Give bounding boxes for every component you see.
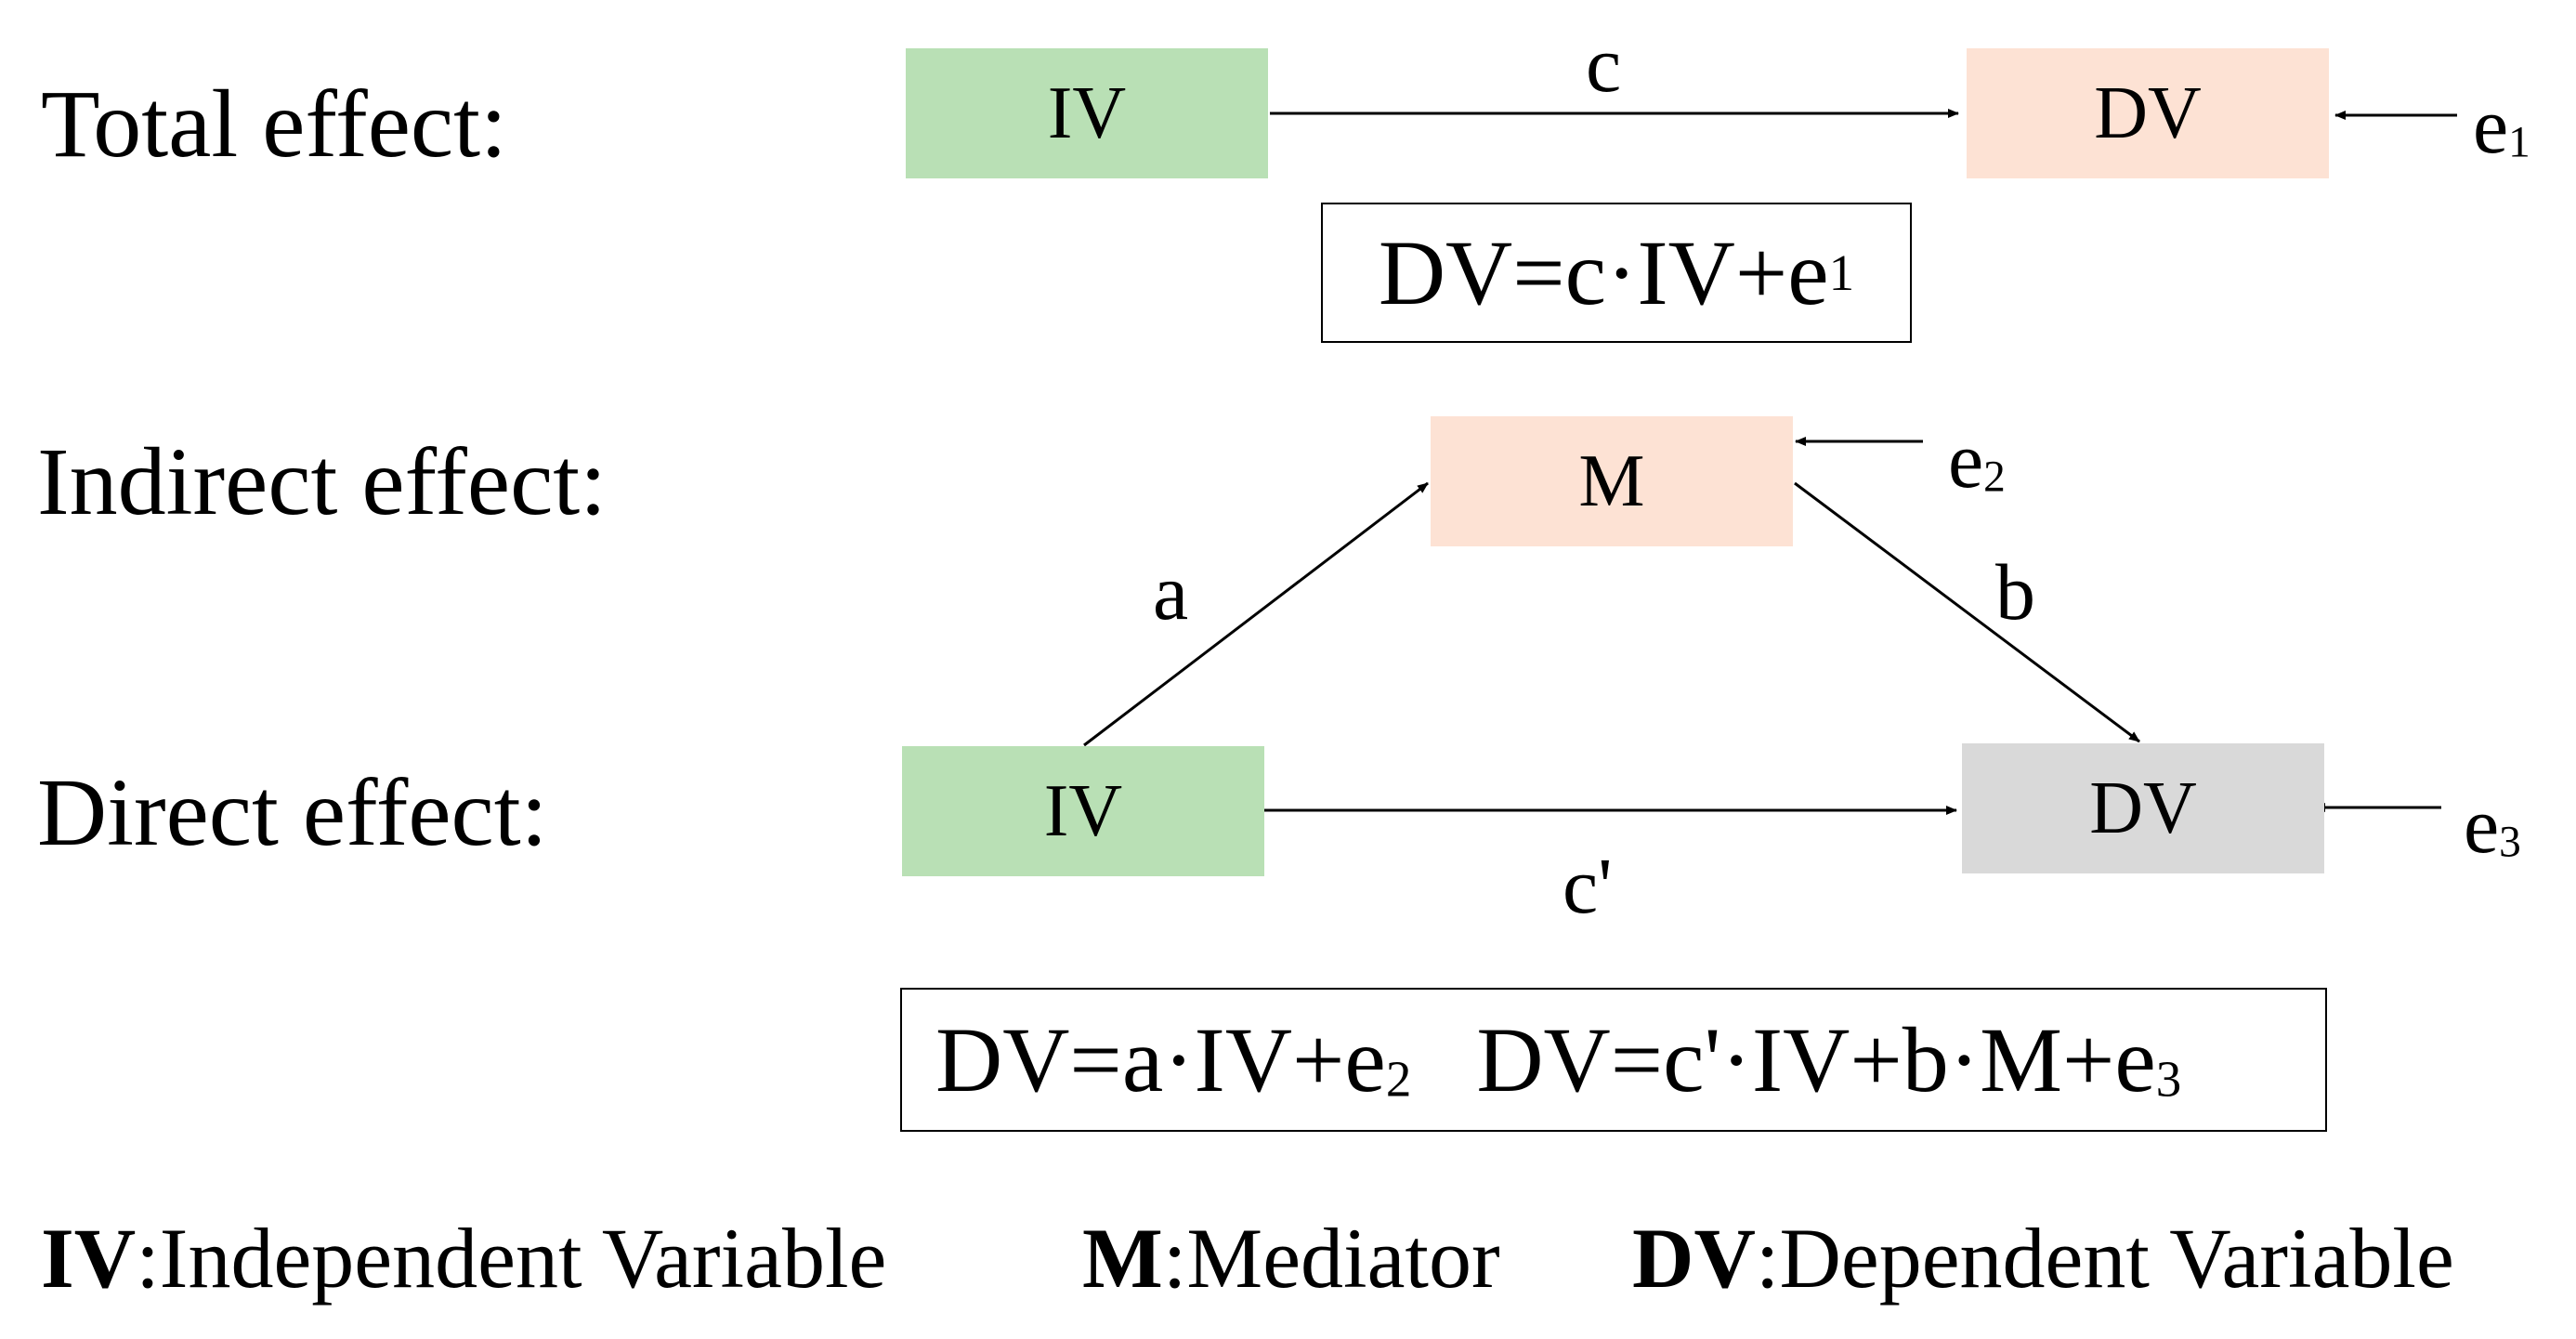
legend-dv: DV:Dependent Variable: [1632, 1211, 2454, 1306]
path-a-label: a: [1153, 547, 1189, 637]
equation-indirect-direct-box: DV=a·IV+e2 DV=c'·IV+b·M+e3: [900, 988, 2327, 1132]
error-e2-label: e2: [1948, 415, 2006, 505]
legend-m: M:Mediator: [1082, 1211, 1500, 1306]
total-effect-label: Total effect:: [41, 71, 507, 177]
legend-iv: IV:Independent Variable: [41, 1211, 887, 1306]
direct-effect-label: Direct effect:: [37, 759, 548, 866]
dv-node-total: DV: [1967, 48, 2329, 178]
error-e1-label: e1: [2473, 81, 2530, 170]
arrow-m-to-dv: [1794, 481, 2140, 743]
iv-node-direct: IV: [902, 746, 1264, 876]
iv-node-total: IV: [906, 48, 1268, 178]
path-c-prime-label: c': [1563, 841, 1613, 930]
arrow-iv-to-m: [1083, 481, 1429, 747]
equation-direct: DV=c'·IV+b·M+e3: [1476, 1007, 2182, 1111]
dv-node-direct: DV: [1962, 743, 2324, 873]
error-e3-label: e3: [2464, 781, 2521, 870]
mediator-node: M: [1431, 416, 1793, 546]
equation-indirect: DV=a·IV+e2: [935, 1007, 1412, 1111]
indirect-effect-label: Indirect effect:: [37, 428, 608, 535]
path-c-label: c: [1586, 20, 1622, 109]
path-b-label: b: [1995, 547, 2035, 637]
